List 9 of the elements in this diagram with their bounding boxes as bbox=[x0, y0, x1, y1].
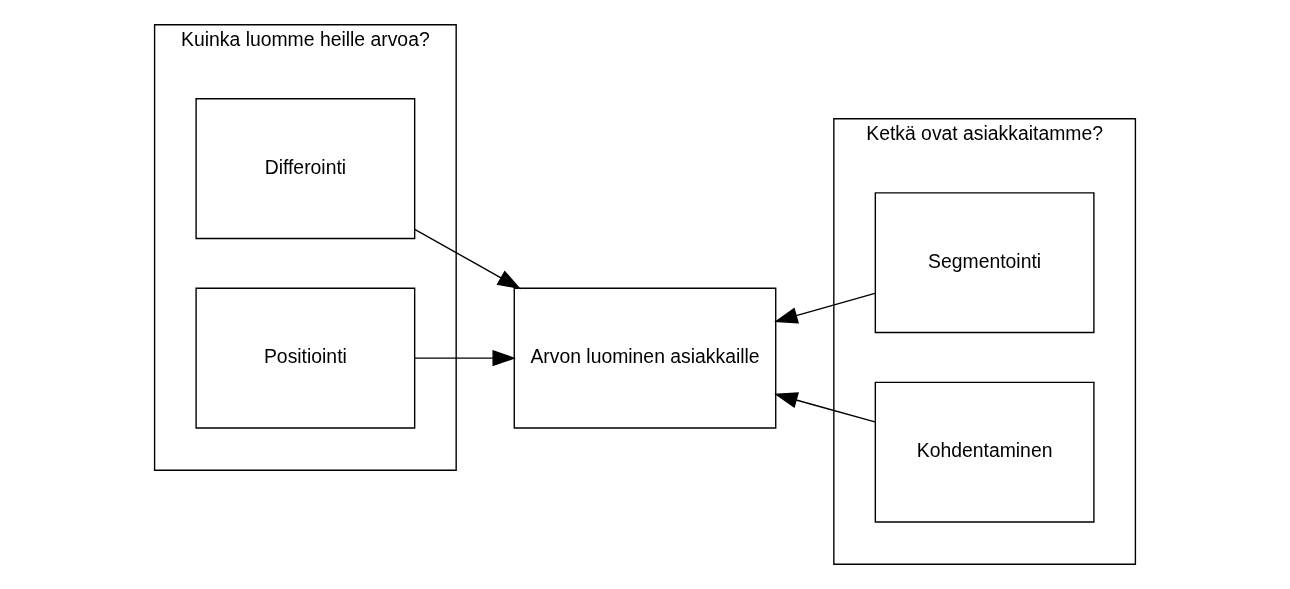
arrow bbox=[414, 228, 522, 290]
node-box: Arvon luominen asiakkaille bbox=[513, 287, 777, 429]
node-box: Positiointi bbox=[195, 287, 416, 429]
node-box: Differointi bbox=[195, 98, 416, 240]
arrow bbox=[774, 292, 876, 324]
node-box: Segmentointi bbox=[874, 192, 1095, 334]
node-box: Kohdentaminen bbox=[874, 381, 1095, 523]
arrow bbox=[414, 349, 516, 367]
arrow bbox=[774, 392, 876, 423]
